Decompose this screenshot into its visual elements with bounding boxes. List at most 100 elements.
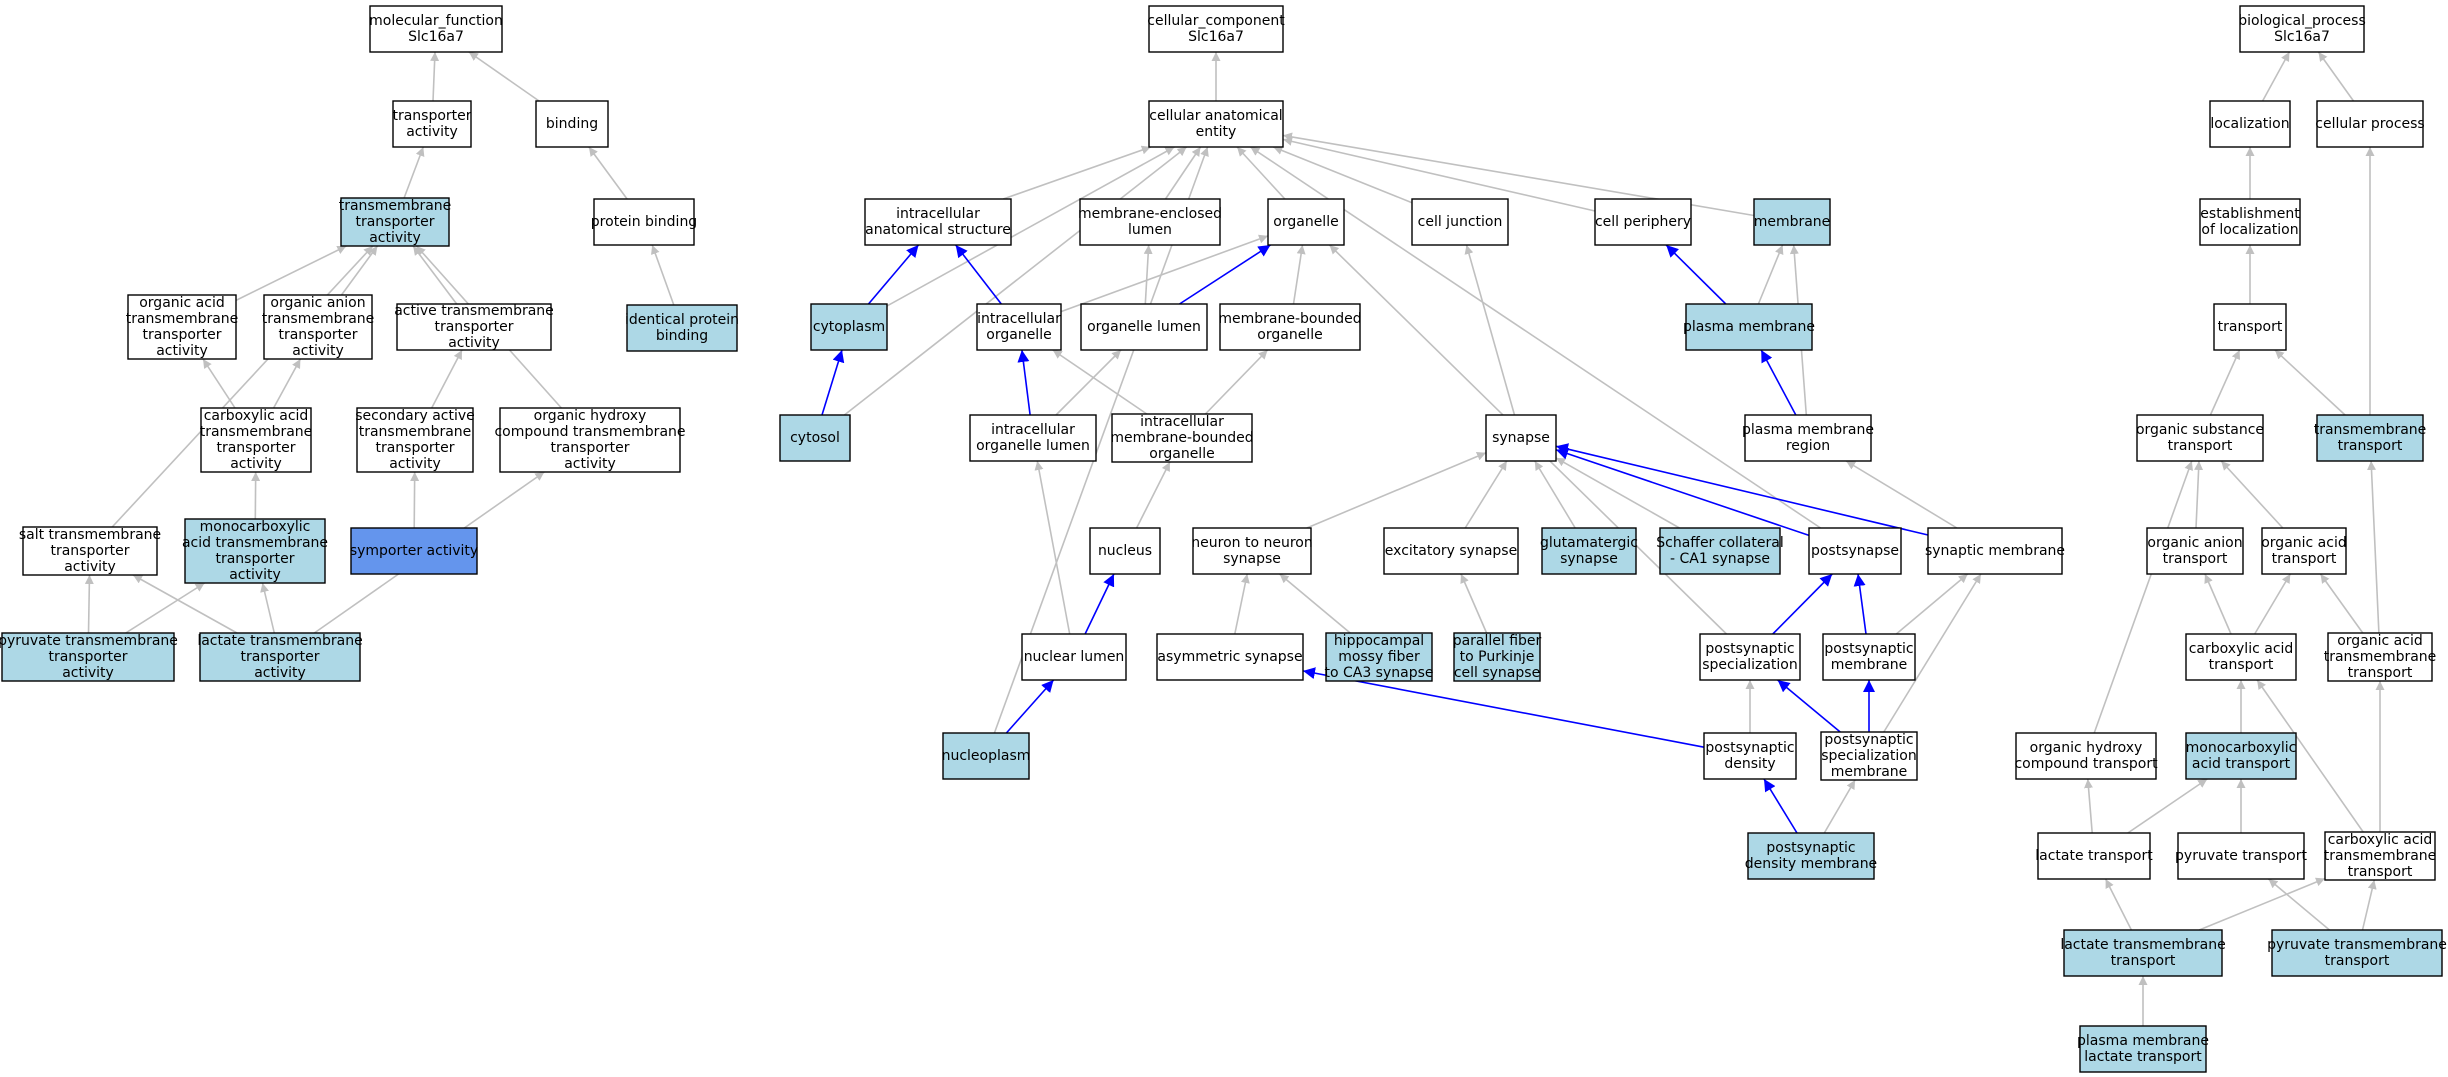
edge-line: [340, 245, 379, 296]
go-term-cellular-process[interactable]: cellular process: [2315, 100, 2425, 148]
edge-line: [2127, 778, 2208, 834]
edge-cell_junction-to-cellular_anatomical_entity: [1273, 146, 1413, 204]
term-label-line: transporter: [215, 551, 294, 567]
go-term-pyruvate-transport[interactable]: pyruvate transport: [2175, 832, 2307, 880]
go-term-synaptic-membrane[interactable]: synaptic membrane: [1925, 527, 2065, 575]
edge-carboxylic_acid_tm_ta-to-organic_anion_tm_ta: [272, 358, 302, 409]
term-box: [1148, 100, 1284, 148]
go-term-nucleoplasm[interactable]: nucleoplasm: [942, 732, 1031, 780]
edge-line: [2267, 878, 2331, 931]
term-box: [969, 414, 1097, 462]
edge-line: [111, 245, 374, 528]
go-term-organic-acid-tm-ta[interactable]: organic acidtransmembranetransporteracti…: [126, 294, 239, 360]
go-term-schaffer-synapse[interactable]: Schaffer collateral- CA1 synapse: [1656, 527, 1784, 575]
edge-pyruvate_tm_ta-to-salt_tm_ta: [84, 574, 94, 634]
edge-cytosol-to-cellular_anatomical_entity: [843, 146, 1188, 416]
term-label-line: transmembrane: [200, 424, 313, 440]
edge-line: [1143, 244, 1153, 305]
term-label-line: organic acid: [139, 295, 225, 311]
go-term-carboxylic-acid-tm-ta[interactable]: carboxylic acidtransmembranetransportera…: [200, 407, 313, 473]
go-term-membrane[interactable]: membrane: [1753, 198, 1831, 246]
go-term-plasma-membrane[interactable]: plasma membrane: [1683, 303, 1815, 351]
go-term-cell-periphery[interactable]: cell periphery: [1594, 198, 1692, 246]
go-term-binding[interactable]: binding: [535, 100, 609, 148]
go-term-organelle-lumen[interactable]: organelle lumen: [1080, 303, 1208, 351]
go-term-lactate-transport[interactable]: lactate transport: [2035, 832, 2153, 880]
go-term-postsynapse[interactable]: postsynapse: [1808, 527, 1902, 575]
edge-line: [2198, 877, 2326, 931]
term-box: [200, 407, 312, 473]
go-term-localization[interactable]: localization: [2209, 100, 2291, 148]
term-label-line: to Purkinje: [1460, 649, 1535, 665]
go-term-asymmetric-synapse[interactable]: asymmetric synapse: [1156, 633, 1304, 681]
go-term-excitatory-synapse[interactable]: excitatory synapse: [1383, 527, 1519, 575]
term-label-line: - CA1 synapse: [1670, 551, 1770, 567]
go-term-transport[interactable]: transport: [2213, 303, 2287, 351]
go-term-secondary-active-tm-ta[interactable]: secondary activetransmembranetransporter…: [355, 407, 475, 473]
term-label-line: activity: [564, 456, 616, 472]
term-box: [1703, 732, 1797, 780]
go-term-organelle[interactable]: organelle: [1267, 198, 1345, 246]
go-term-nucleus[interactable]: nucleus: [1089, 527, 1161, 575]
go-term-organic-anion-tm-ta[interactable]: organic aniontransmembranetransporteract…: [262, 294, 375, 360]
go-term-cytoplasm[interactable]: cytoplasm: [810, 303, 888, 351]
go-term-cell-junction[interactable]: cell junction: [1411, 198, 1509, 246]
go-term-synapse[interactable]: synapse: [1485, 414, 1557, 462]
go-term-nuclear-lumen[interactable]: nuclear lumen: [1021, 633, 1127, 681]
edge-line: [1665, 244, 1727, 305]
go-term-pyruvate-tm-ta[interactable]: pyruvate transmembranetransporteractivit…: [0, 632, 178, 682]
term-box: [810, 303, 888, 351]
term-label-line: transporter: [278, 327, 357, 343]
term-label-line: cell periphery: [1595, 214, 1691, 230]
term-label-line: activity: [64, 559, 116, 575]
go-term-protein-binding[interactable]: protein binding: [591, 198, 697, 246]
term-label-line: region: [1786, 438, 1830, 454]
go-term-cytosol[interactable]: cytosol: [779, 414, 851, 462]
edge-line: [403, 146, 425, 199]
go-term-symporter-activity[interactable]: symporter activity: [350, 527, 478, 575]
term-label-line: lactate transport: [2084, 1049, 2202, 1065]
edge-carboxylic_acid_transport-to-organic_acid_transport: [2254, 573, 2291, 635]
